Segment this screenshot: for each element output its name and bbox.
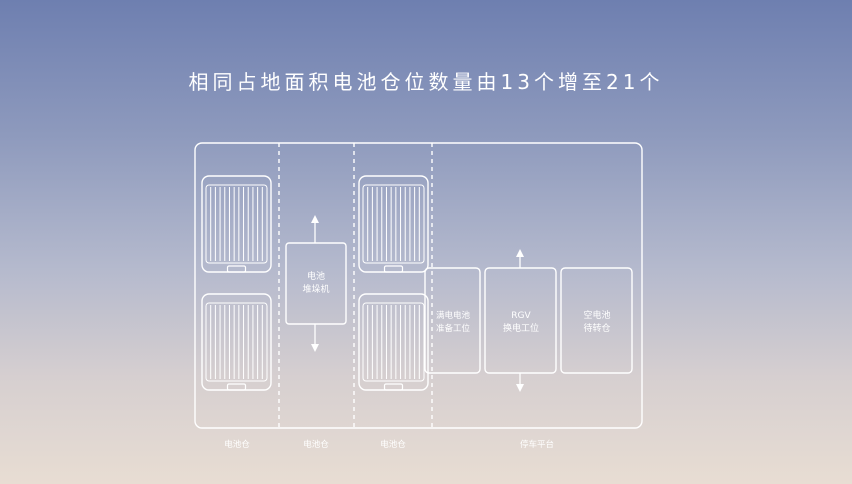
battery-pack-icon: [201, 175, 272, 273]
stacker-box: [285, 242, 347, 325]
full-battery-label-line1: 满电电池: [436, 310, 471, 321]
battery-pack-icon: [201, 293, 272, 391]
empty-battery-box: [560, 267, 633, 374]
full-battery-label-line2: 准备工位: [436, 323, 471, 334]
arrow-down-icon: [516, 373, 524, 392]
arrow-up-icon: [516, 249, 524, 268]
arrow-up-icon: [311, 215, 319, 243]
stacker-label-line2: 堆垛机: [302, 283, 329, 295]
battery-pack-icon: [358, 175, 429, 273]
zone-label-left: 电池仓: [224, 439, 250, 450]
zone-label-right: 电池仓: [380, 439, 406, 450]
station-outline: [194, 142, 643, 429]
rgv-label-line2: 换电工位: [503, 322, 539, 334]
zone-label-platform: 停车平台: [520, 439, 554, 450]
empty-battery-label-line1: 空电池: [583, 309, 610, 321]
full-battery-box: [424, 267, 481, 374]
empty-battery-label-line2: 待转仓: [583, 322, 610, 334]
stacker-label-line1: 电池: [307, 270, 325, 282]
page-title: 相同占地面积电池仓位数量由13个增至21个: [188, 70, 664, 94]
arrow-down-icon: [311, 324, 319, 352]
zone-label-stacker: 电池仓: [303, 439, 329, 450]
battery-pack-icon: [358, 293, 429, 391]
rgv-label-line1: RGV: [511, 311, 531, 321]
